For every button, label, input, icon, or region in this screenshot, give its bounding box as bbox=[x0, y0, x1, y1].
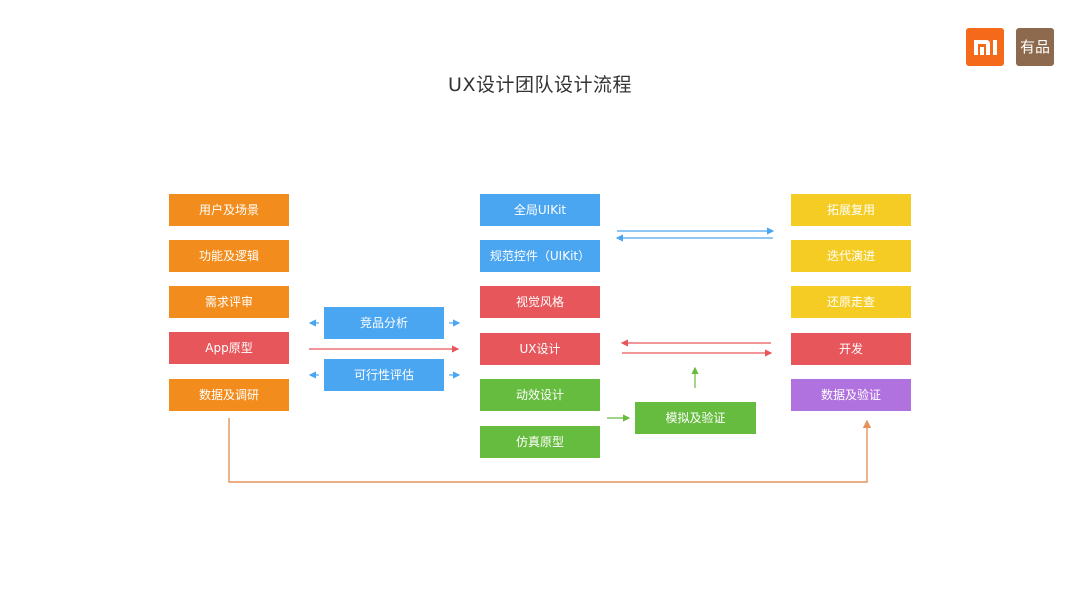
center-step-motion-design: 动效设计 bbox=[480, 379, 600, 411]
center-step-control-spec: 规范控件（UIKit） bbox=[480, 240, 600, 272]
mi-logo-icon bbox=[974, 40, 997, 55]
center-step-simulation-prototype: 仿真原型 bbox=[480, 426, 600, 458]
left-step-user-scenario: 用户及场景 bbox=[169, 194, 289, 226]
analysis-competitor: 竞品分析 bbox=[324, 307, 444, 339]
left-step-data-research: 数据及调研 bbox=[169, 379, 289, 411]
arrow-research-to-data-validation bbox=[228, 418, 872, 483]
right-step-restore-check: 还原走查 bbox=[791, 286, 911, 318]
validation-box: 模拟及验证 bbox=[635, 402, 756, 434]
center-step-ux-design: UX设计 bbox=[480, 333, 600, 365]
right-step-iterate: 迭代演进 bbox=[791, 240, 911, 272]
center-step-global-uikit: 全局UIKit bbox=[480, 194, 600, 226]
page-title: UX设计团队设计流程 bbox=[448, 74, 632, 96]
left-step-app-prototype: App原型 bbox=[169, 332, 289, 364]
right-step-develop: 开发 bbox=[791, 333, 911, 365]
analysis-feasibility: 可行性评估 bbox=[324, 359, 444, 391]
xiaomi-logo bbox=[966, 28, 1004, 66]
left-step-function-logic: 功能及逻辑 bbox=[169, 240, 289, 272]
center-step-visual-style: 视觉风格 bbox=[480, 286, 600, 318]
right-step-data-validation: 数据及验证 bbox=[791, 379, 911, 411]
left-step-requirement-review: 需求评审 bbox=[169, 286, 289, 318]
right-step-expand-reuse: 拓展复用 bbox=[791, 194, 911, 226]
youpin-logo: 有品 bbox=[1016, 28, 1054, 66]
